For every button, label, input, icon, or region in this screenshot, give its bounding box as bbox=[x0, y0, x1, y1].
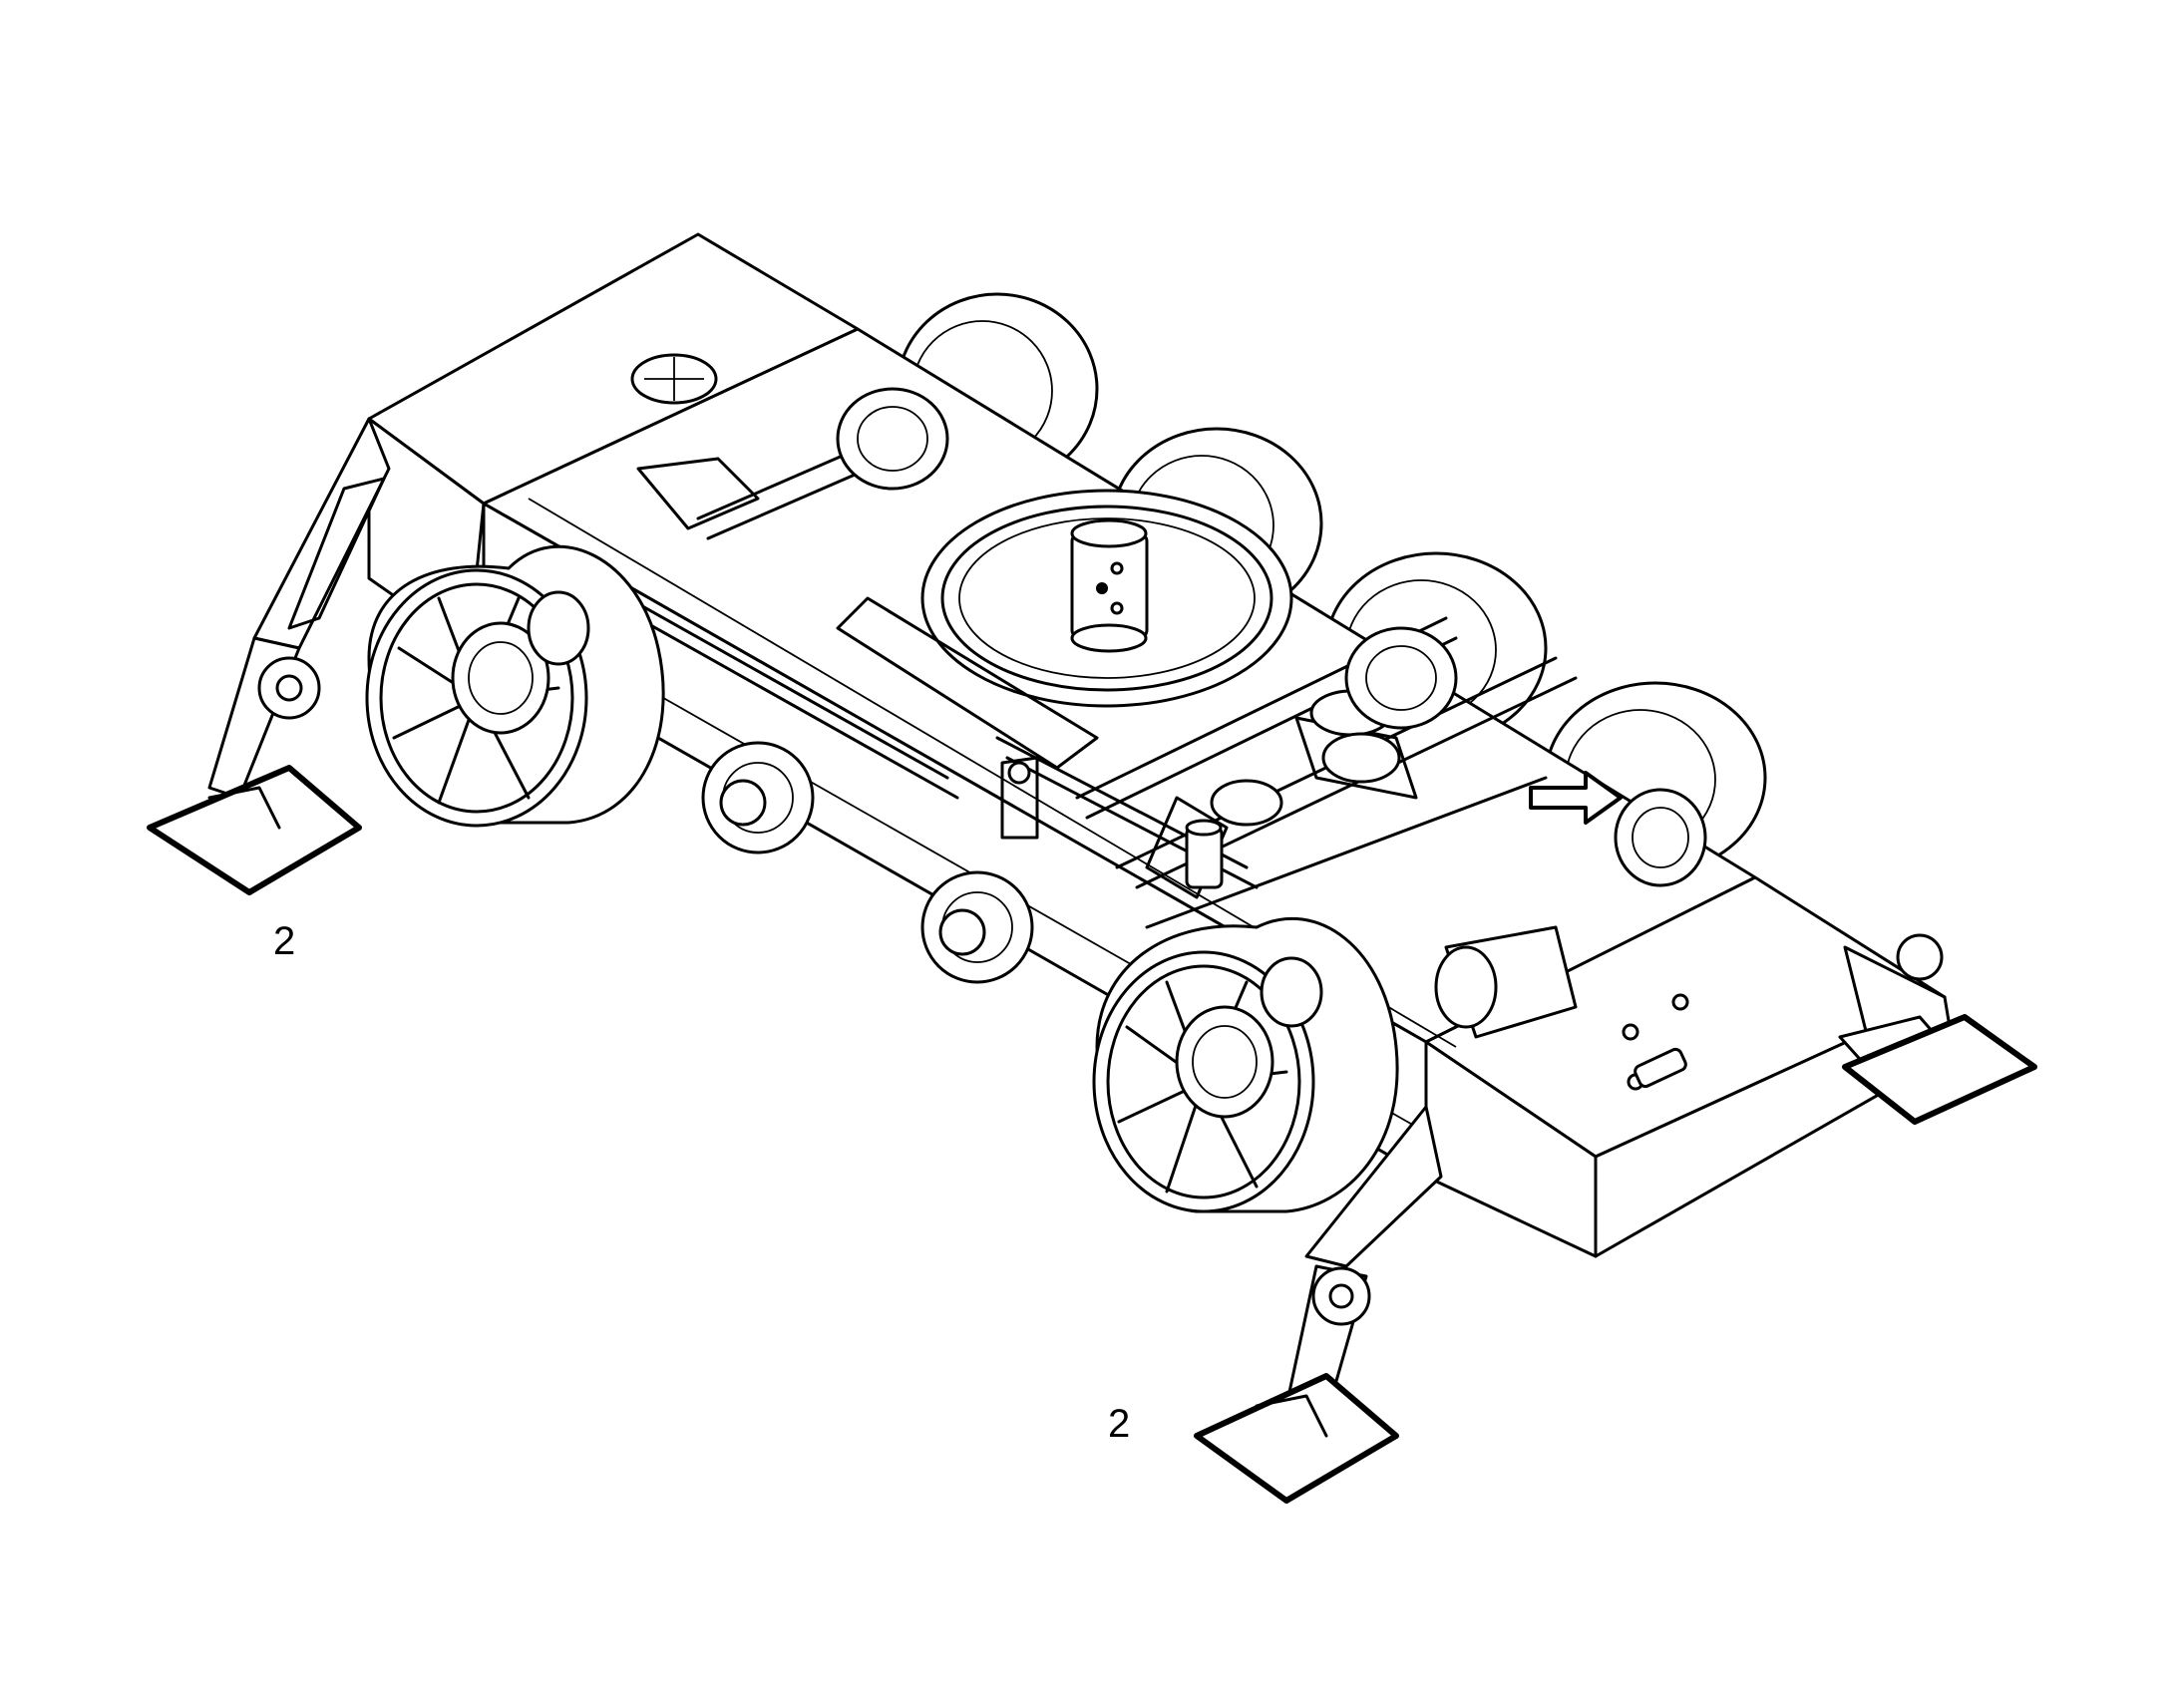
wheel-hubs bbox=[701, 387, 1707, 1039]
slewing-ring bbox=[920, 489, 1293, 708]
outrigger-left bbox=[147, 417, 391, 895]
outrigger-right-front bbox=[1194, 1105, 1443, 1504]
front-right-wheel bbox=[1092, 916, 1399, 1213]
callout-label-left: 2 bbox=[273, 919, 296, 963]
front-left-wheel bbox=[365, 544, 665, 828]
callout-label-right: 2 bbox=[1108, 1402, 1131, 1446]
outrigger-right-rear bbox=[1838, 933, 2037, 1125]
axles-and-linkage bbox=[626, 417, 1623, 929]
